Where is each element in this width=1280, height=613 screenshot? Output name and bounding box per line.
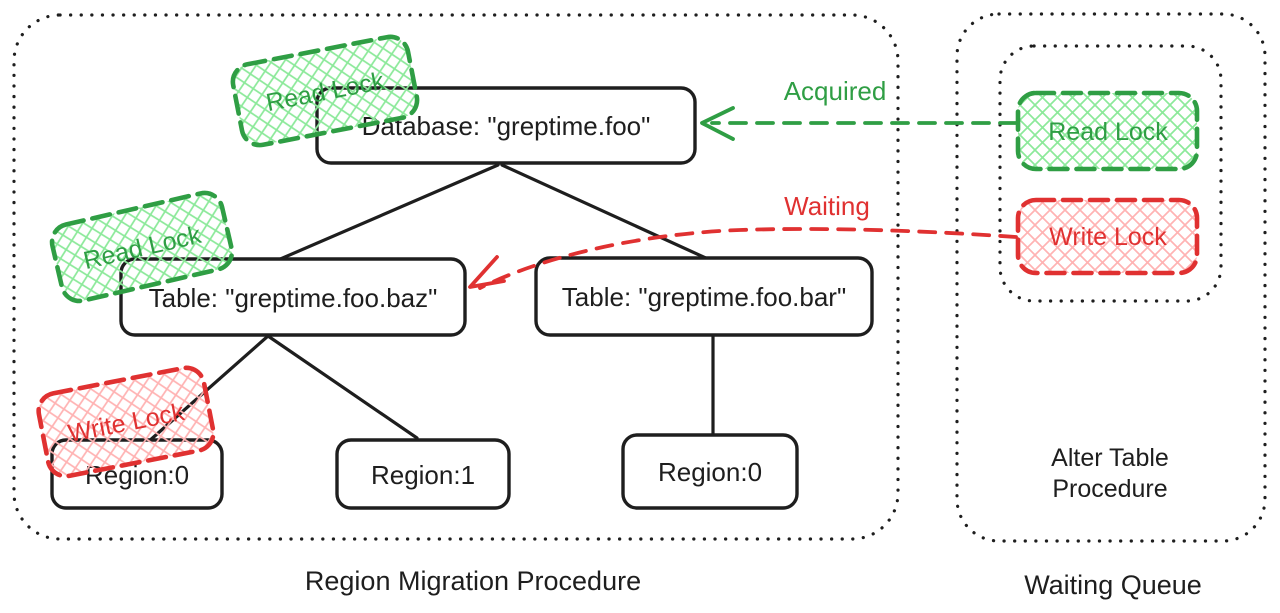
region0-right-node-box [621,433,799,510]
region-migration-container [12,13,900,541]
table-baz-node-label: Table: "greptime.foo.baz" [149,283,438,313]
database-read-lock: Read Lock [230,34,420,148]
waiting-queue-container [955,12,1267,543]
region1-node: Region:1 [335,438,511,510]
queue-read-lock-label: Read Lock [1048,118,1168,146]
table-bar-node-box [534,256,874,337]
acquired-arrowhead [700,106,735,141]
region-write-lock-box [36,365,216,479]
edge-database-to-bar [500,163,710,261]
region0-right-node-label: Region:0 [658,457,762,487]
alter-table-caption-line1: Alter Table [1051,444,1169,472]
table-read-lock-box [49,190,235,304]
region1-node-label: Region:1 [371,460,475,490]
waiting-arrow: Waiting [468,191,1018,290]
edge-baz-to-region1 [266,334,419,440]
database-node-label: Database: "greptime.foo" [362,111,651,141]
queue-read-lock: Read Lock [1015,90,1200,172]
database-read-lock-box [230,34,420,148]
table-baz-node: Table: "greptime.foo.baz" [119,257,467,337]
region0-right-node: Region:0 [621,433,799,510]
table-baz-node-box [119,257,467,337]
table-bar-node: Table: "greptime.foo.bar" [534,256,874,337]
region-write-lock: Write Lock [36,365,216,479]
queue-read-lock-box [1015,90,1200,172]
queue-write-lock-label: Write Lock [1049,223,1167,251]
region-migration-caption: Region Migration Procedure [305,566,641,596]
alter-table-caption-line2: Procedure [1052,475,1167,503]
edge-database-to-baz [276,163,500,262]
queue-write-lock-box [1015,197,1200,276]
waiting-arrow-line [478,227,1018,290]
waiting-arrow-label: Waiting [784,191,870,221]
table-read-lock: Read Lock [49,190,235,304]
queue-write-lock: Write Lock [1015,197,1200,276]
table-bar-node-label: Table: "greptime.foo.bar" [562,282,846,312]
acquired-arrow: Acquired [700,76,1018,141]
region1-node-box [335,438,511,510]
waiting-arrowhead [468,255,506,289]
waiting-queue-caption: Waiting Queue [1024,570,1202,600]
acquired-arrow-label: Acquired [784,76,887,106]
